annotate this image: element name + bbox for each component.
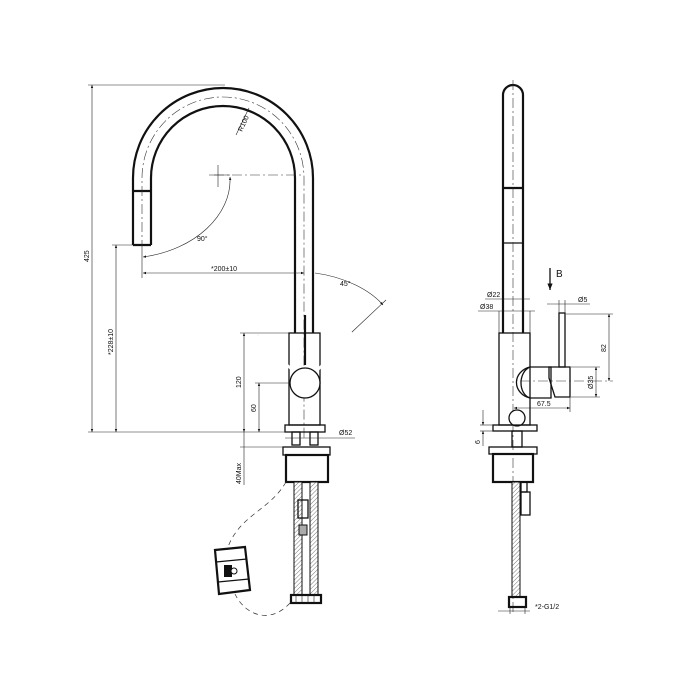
side-lever (558, 312, 566, 368)
label-lever-diameter: Ø5 (578, 297, 587, 304)
cartridge-detail (213, 481, 291, 616)
label-spout-height: *228±10 (108, 329, 115, 355)
handle-hub (289, 367, 321, 399)
spout (131, 86, 315, 440)
dimensions-side: B Ø22 Ø38 Ø5 82 Ø35 67.5 (475, 268, 613, 614)
label-deck-thickness: 40Max (236, 462, 243, 484)
side-view: B Ø22 Ø38 Ø5 82 Ø35 67.5 (475, 80, 613, 615)
label-base-diameter: Ø52 (339, 430, 352, 437)
label-body-diameter: Ø38 (480, 304, 493, 311)
label-connection: *2-G1/2 (535, 604, 559, 611)
label-lever-height: 82 (601, 344, 608, 352)
body (257, 315, 353, 484)
label-handle-diameter: Ø35 (588, 376, 595, 389)
label-handle-height: 60 (251, 404, 258, 412)
front-view: 425 *228±10 *200±10 90° 45° R100 120 60 (84, 84, 387, 616)
label-body-height: 120 (236, 376, 243, 388)
label-swivel-angle: 45° (340, 280, 351, 288)
label-spout-diameter: Ø22 (487, 292, 500, 299)
dimensions-front: 425 *228±10 *200±10 90° 45° R100 120 60 (84, 84, 387, 485)
label-view-marker: B (556, 269, 563, 280)
label-reach: *200±10 (211, 266, 237, 273)
label-spout-angle: 90° (197, 235, 208, 243)
label-handle-reach: 67.5 (537, 401, 551, 408)
label-radius: R100 (237, 115, 250, 133)
supply-hoses (289, 481, 323, 605)
label-total-height: 425 (84, 250, 91, 262)
label-plate-thickness: 6 (475, 440, 482, 444)
